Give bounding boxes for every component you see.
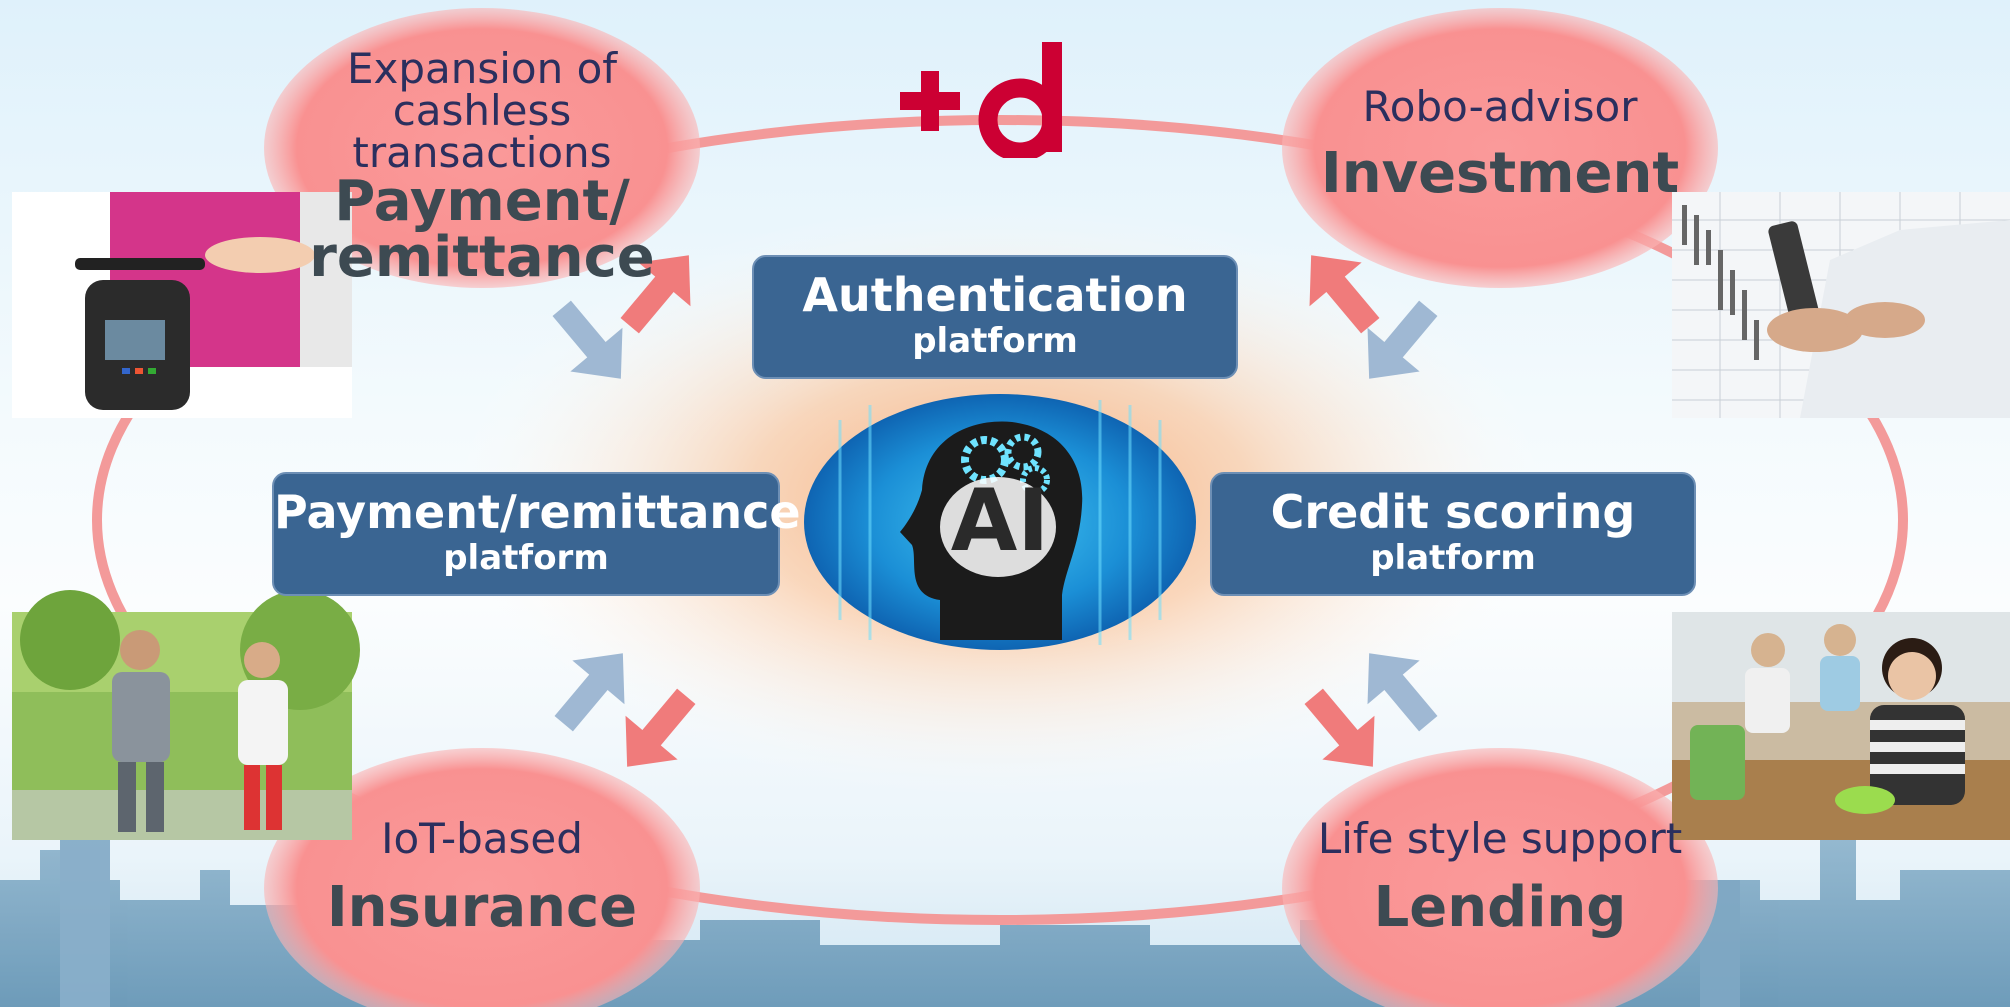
authentication-platform-box: Authentication platform [752,255,1238,379]
credit-platform-title: Credit scoring [1270,485,1636,539]
arrow-red-top-right [1309,255,1380,334]
stock-trading-photo [1672,192,2010,418]
payment-platform-box: Payment/remittance platform [272,472,801,596]
service-payment-main1: Payment/ [334,169,630,234]
service-lending-sub1: Life style support [1317,814,1683,863]
bubble-investment-bg [1282,8,1718,288]
service-investment: Robo-advisor Investment [1282,86,1718,202]
arrow-red-top-left [620,255,691,334]
mobile-payment-photo [12,192,352,418]
service-lending: Life style support Lending [1282,818,1718,936]
brand-logo-icon [900,42,1062,158]
jogging-couple-photo [12,590,360,840]
arrow-blue-bottom-left [554,653,625,732]
arrow-red-bottom-left [625,688,696,767]
arrow-red-bottom-right [1304,688,1375,767]
credit-platform-box: Credit scoring platform [1210,472,1696,596]
payment-platform-subtitle: platform [443,538,609,578]
service-insurance-sub1: IoT-based [381,814,583,863]
service-investment-main: Investment [1320,141,1680,206]
classroom-student-photo [1672,612,2010,840]
outer-ring [92,115,1908,925]
service-payment-main2: remittance [309,225,655,290]
service-payment: Expansion of cashless transactions Payme… [264,48,700,286]
arrow-blue-top-left [552,300,623,379]
payment-platform-title: Payment/remittance [274,485,801,539]
ai-head-icon [804,394,1196,650]
service-insurance: IoT-based Insurance [264,818,700,936]
arrow-blue-bottom-right [1367,653,1438,732]
credit-platform-subtitle: platform [1370,538,1536,578]
service-insurance-main: Insurance [326,875,638,940]
ai-label: AI [950,471,1050,571]
authentication-platform-title: Authentication [802,268,1188,322]
service-payment-sub2: cashless transactions [352,86,612,177]
bubble-payment-bg [264,8,700,288]
service-lending-main: Lending [1373,875,1627,940]
service-investment-sub1: Robo-advisor [1362,82,1638,131]
bubble-insurance-bg [264,748,700,1007]
arrow-blue-top-right [1367,300,1438,379]
service-payment-sub1: Expansion of [346,44,618,93]
authentication-platform-subtitle: platform [912,321,1078,361]
bubble-lending-bg [1282,748,1718,1007]
